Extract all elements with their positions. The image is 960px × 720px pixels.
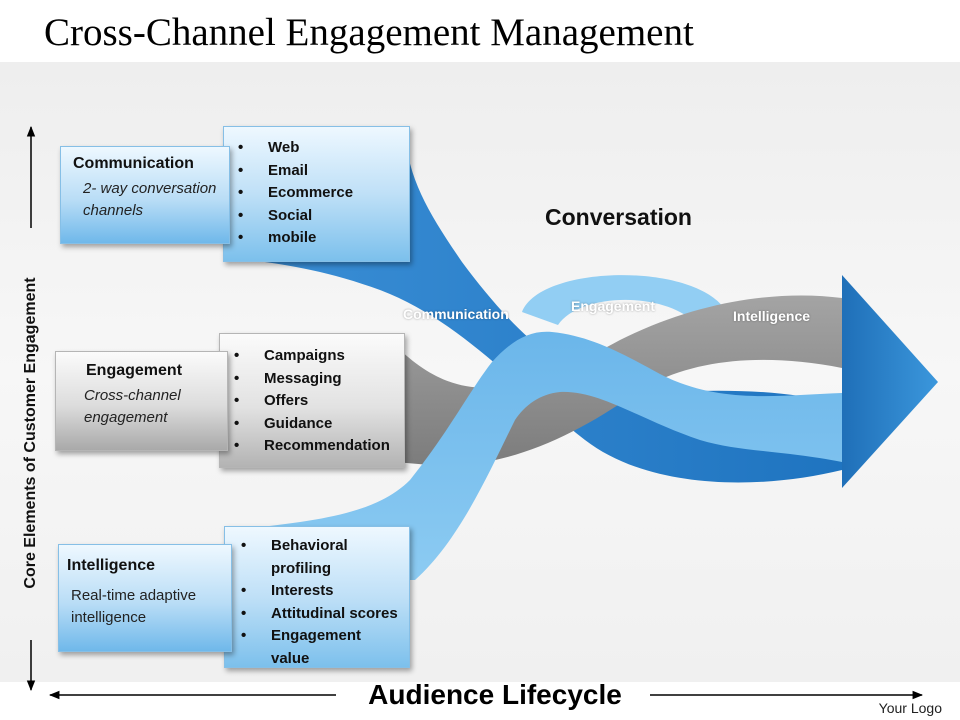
list-item: Messaging (234, 368, 396, 391)
flow-label-engagement: Engagement (571, 298, 656, 314)
list-item: Ecommerce (238, 182, 401, 205)
communication-card: Communication 2- way conversation channe… (60, 146, 230, 244)
list-item: Guidance (234, 413, 396, 436)
page-title: Cross-Channel Engagement Management (44, 11, 694, 54)
list-item: mobile (238, 227, 401, 250)
engagement-description: Cross-channel engagement (84, 387, 181, 426)
flow-label-intelligence: Intelligence (733, 308, 811, 324)
list-item: Attitudinal scores (241, 603, 401, 626)
intelligence-attribute-list: Behavioral profiling Interests Attitudin… (224, 526, 410, 668)
intelligence-card: Intelligence Real-time adaptive intellig… (58, 544, 232, 652)
list-item: Web (238, 137, 401, 160)
communication-channel-list: Web Email Ecommerce Social mobile (223, 126, 410, 262)
vertical-axis-label: Core Elements of Customer Engagement (22, 277, 39, 589)
conversation-title: Conversation (545, 204, 692, 230)
list-item: Behavioral profiling (241, 535, 401, 580)
list-item: Recommendation (234, 435, 396, 458)
flow-label-communication: Communication (403, 306, 509, 322)
engagement-card: Engagement Cross-channel engagement (55, 351, 228, 451)
logo-placeholder: Your Logo (878, 700, 942, 716)
list-item: Social (238, 205, 401, 228)
list-item: Engagement value (241, 625, 401, 667)
list-item: Interests (241, 580, 401, 603)
list-item: Campaigns (234, 345, 396, 368)
engagement-loop-back (522, 275, 724, 328)
engagement-heading: Engagement (86, 362, 183, 379)
horizontal-axis-label: Audience Lifecycle (368, 679, 622, 710)
list-item: Email (238, 160, 401, 183)
list-item: Offers (234, 390, 396, 413)
intelligence-heading: Intelligence (67, 557, 156, 574)
communication-heading: Communication (73, 155, 194, 172)
engagement-activity-list: Campaigns Messaging Offers Guidance Reco… (219, 333, 405, 468)
intelligence-flow (250, 331, 842, 580)
intelligence-description: Real-time adaptive intelligence (71, 587, 197, 626)
flow-arrow-head (842, 275, 938, 488)
communication-description: 2- way conversation channels (83, 180, 217, 219)
